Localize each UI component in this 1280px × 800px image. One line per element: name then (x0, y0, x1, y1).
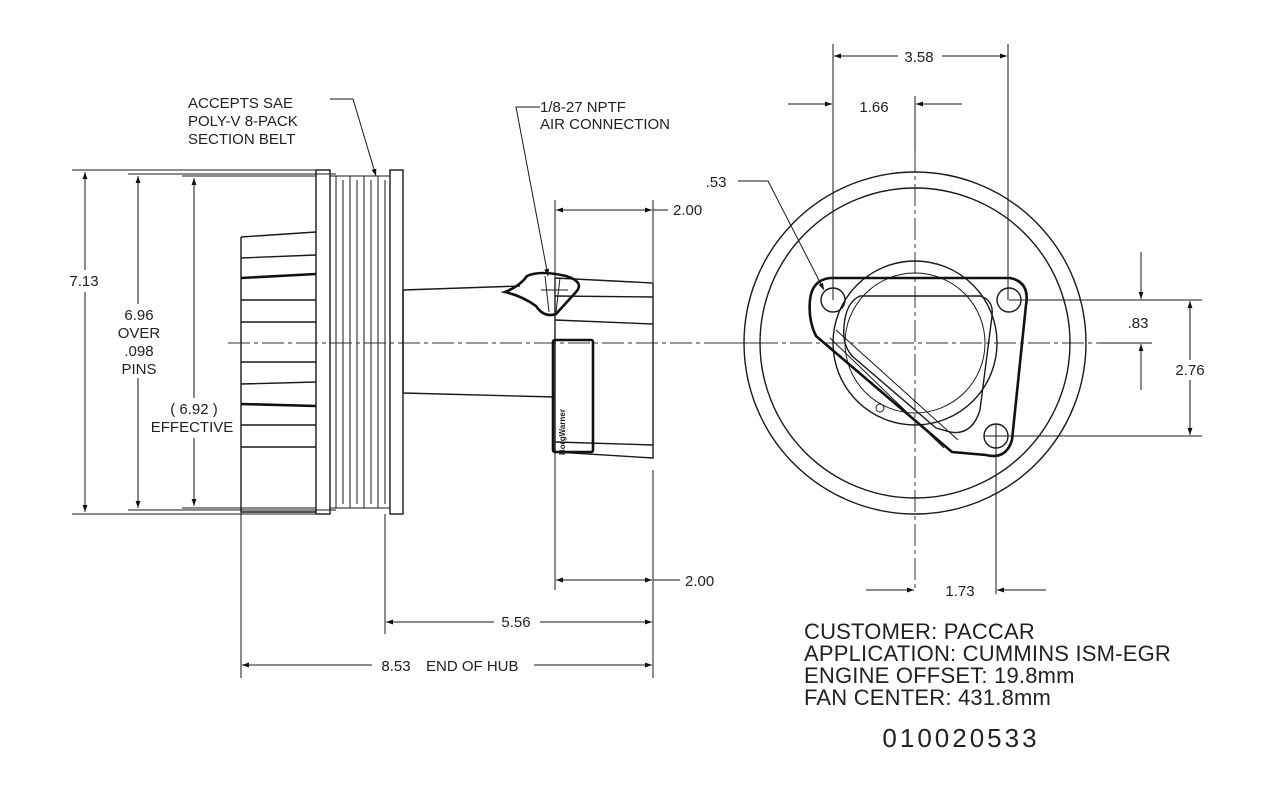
dim-center-offset: 1.66 (859, 99, 888, 116)
title-block: CUSTOMER: PACCAR APPLICATION: CUMMINS IS… (804, 619, 1171, 753)
svg-text:POLY-V 8-PACK: POLY-V 8-PACK (188, 113, 298, 130)
outer-circle (743, 171, 1087, 515)
dim-plate-width: 3.58 (904, 49, 933, 66)
customer-line: CUSTOMER: PACCAR (804, 619, 1035, 644)
mounting-plate (808, 276, 1028, 458)
pulley-rear-flange (389, 169, 404, 515)
engine-offset-line: ENGINE OFFSET: 19.8mm (804, 663, 1075, 688)
dim-end-of-hub-value: 8.53 (381, 658, 410, 675)
hub-circle (832, 260, 998, 426)
hub-body-edge (240, 272, 317, 280)
belt-note: ACCEPTS SAE POLY-V 8-PACK SECTION BELT (188, 95, 298, 148)
dim-end-of-hub-label: END OF HUB (426, 658, 519, 675)
dim-bottom-offset: 1.73 (945, 583, 974, 600)
dim-vertical-small: .83 (1128, 315, 1149, 332)
fan-center-line: FAN CENTER: 431.8mm (804, 685, 1051, 710)
svg-text:SECTION BELT: SECTION BELT (188, 131, 295, 148)
side-view-pulley (228, 169, 770, 515)
hub-body-edge (240, 402, 317, 408)
svg-text:EFFECTIVE: EFFECTIVE (151, 419, 234, 436)
dim-hub-top: 2.00 (673, 202, 702, 219)
hub-dimensions (554, 200, 680, 590)
shaft (402, 285, 556, 398)
dim-over-pins: 6.96 OVER .098 PINS (118, 307, 161, 378)
dim-hub-bottom: 2.00 (685, 573, 714, 590)
end-view (722, 150, 1110, 592)
svg-text:.098: .098 (124, 343, 153, 360)
side-view-dimensions (72, 98, 654, 678)
svg-text:AIR CONNECTION: AIR CONNECTION (540, 116, 670, 133)
part-number: 010020533 (882, 723, 1039, 753)
dim-hole: .53 (706, 174, 727, 191)
dim-pulley-to-hub: 5.56 (501, 614, 530, 631)
air-fitting (500, 271, 581, 317)
pulley-front-flange (315, 169, 331, 515)
brand-mark: BorgWarner (558, 409, 567, 455)
dim-effective: ( 6.92 ) EFFECTIVE (151, 401, 234, 436)
hub-housing-detail (554, 295, 654, 446)
svg-text:( 6.92 ): ( 6.92 ) (170, 401, 218, 418)
small-port (875, 403, 885, 413)
hub-air-fitting: BorgWarner (500, 106, 654, 459)
dim-vertical: 2.76 (1175, 362, 1204, 379)
hub-housing (554, 277, 654, 459)
brand-plate (551, 338, 595, 454)
pulley-grooves (330, 175, 390, 509)
air-note: 1/8-27 NPTF AIR CONNECTION (540, 99, 670, 133)
dim-overall-diameter: 7.13 (69, 273, 98, 290)
svg-text:1/8-27 NPTF: 1/8-27 NPTF (540, 99, 626, 116)
end-view-dimensions (738, 44, 1202, 594)
application-line: APPLICATION: CUMMINS ISM-EGR (804, 641, 1171, 666)
svg-text:ACCEPTS SAE: ACCEPTS SAE (188, 95, 293, 112)
svg-text:OVER: OVER (118, 325, 161, 342)
inner-circle (759, 187, 1071, 499)
svg-text:PINS: PINS (121, 361, 156, 378)
svg-text:6.96: 6.96 (124, 307, 153, 324)
mounting-plate-inner (842, 295, 993, 434)
